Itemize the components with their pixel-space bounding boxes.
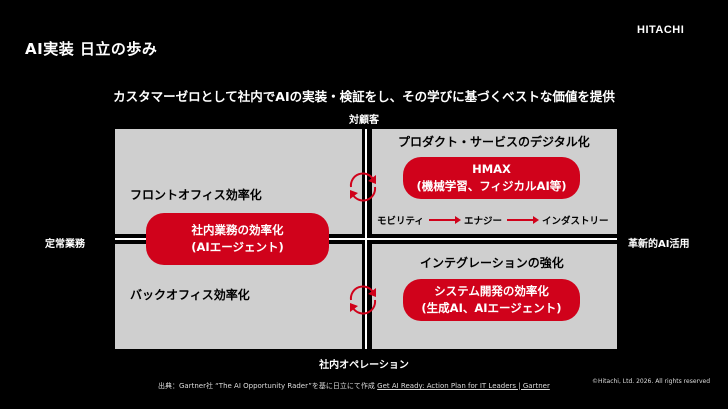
pill-hmax-title: HMAX	[472, 162, 511, 176]
horizontal-axis-line	[115, 238, 617, 240]
source-link[interactable]: Get AI Ready: Action Plan for IT Leaders…	[377, 382, 550, 390]
footer-source: 出典：Gartner社 “The AI Opportunity Rader”を基…	[158, 381, 550, 391]
quadrant-label-product-digital: プロダクト・サービスのデジタル化	[398, 135, 590, 149]
copyright: ©Hitachi, Ltd. 2026. All rights reserved	[592, 378, 711, 385]
axis-label-top: 対顧客	[349, 115, 379, 126]
source-text: 出典：Gartner社 “The AI Opportunity Rader”を基…	[158, 382, 375, 390]
quadrant-label-back-office: バックオフィス効率化	[130, 288, 250, 302]
pill-hmax-detail: (機械学習、フィジカルAI等)	[416, 179, 567, 193]
industry-flow: モビリティ エナジー インダストリー	[377, 213, 608, 227]
pill-system-dev: システム開発の効率化 (生成AI、AIエージェント)	[403, 279, 580, 321]
pill-inhouse-detail: (AIエージェント)	[191, 240, 284, 254]
pill-inhouse-efficiency: 社内業務の効率化 (AIエージェント)	[146, 213, 329, 265]
flow-item-mobility: モビリティ	[377, 216, 424, 227]
cycle-arrows-icon	[349, 172, 377, 202]
quadrant-label-front-office: フロントオフィス効率化	[130, 188, 262, 202]
pill-sysdev-detail: (生成AI、AIエージェント)	[421, 301, 562, 315]
right-arrow-icon	[428, 216, 461, 224]
page-title: AI実装 日立の歩み	[25, 40, 158, 58]
hitachi-logo: HITACHI	[637, 24, 685, 36]
right-arrow-icon	[506, 216, 539, 224]
quadrant-label-integration: インテグレーションの強化	[420, 256, 564, 270]
axis-label-bottom: 社内オペレーション	[319, 360, 409, 371]
pill-inhouse-title: 社内業務の効率化	[191, 223, 284, 237]
axis-label-right: 革新的AI活用	[628, 239, 690, 250]
flow-item-industry: インダストリー	[541, 216, 609, 227]
flow-item-energy: エナジー	[463, 216, 502, 227]
axis-label-left: 定常業務	[45, 239, 85, 250]
slide-subtitle: カスタマーゼロとして社内でAIの実装・検証をし、その学びに基づくベストな価値を提…	[113, 89, 615, 104]
pill-hmax: HMAX (機械学習、フィジカルAI等)	[403, 157, 580, 199]
pill-sysdev-title: システム開発の効率化	[434, 284, 549, 298]
cycle-arrows-icon	[349, 285, 377, 315]
